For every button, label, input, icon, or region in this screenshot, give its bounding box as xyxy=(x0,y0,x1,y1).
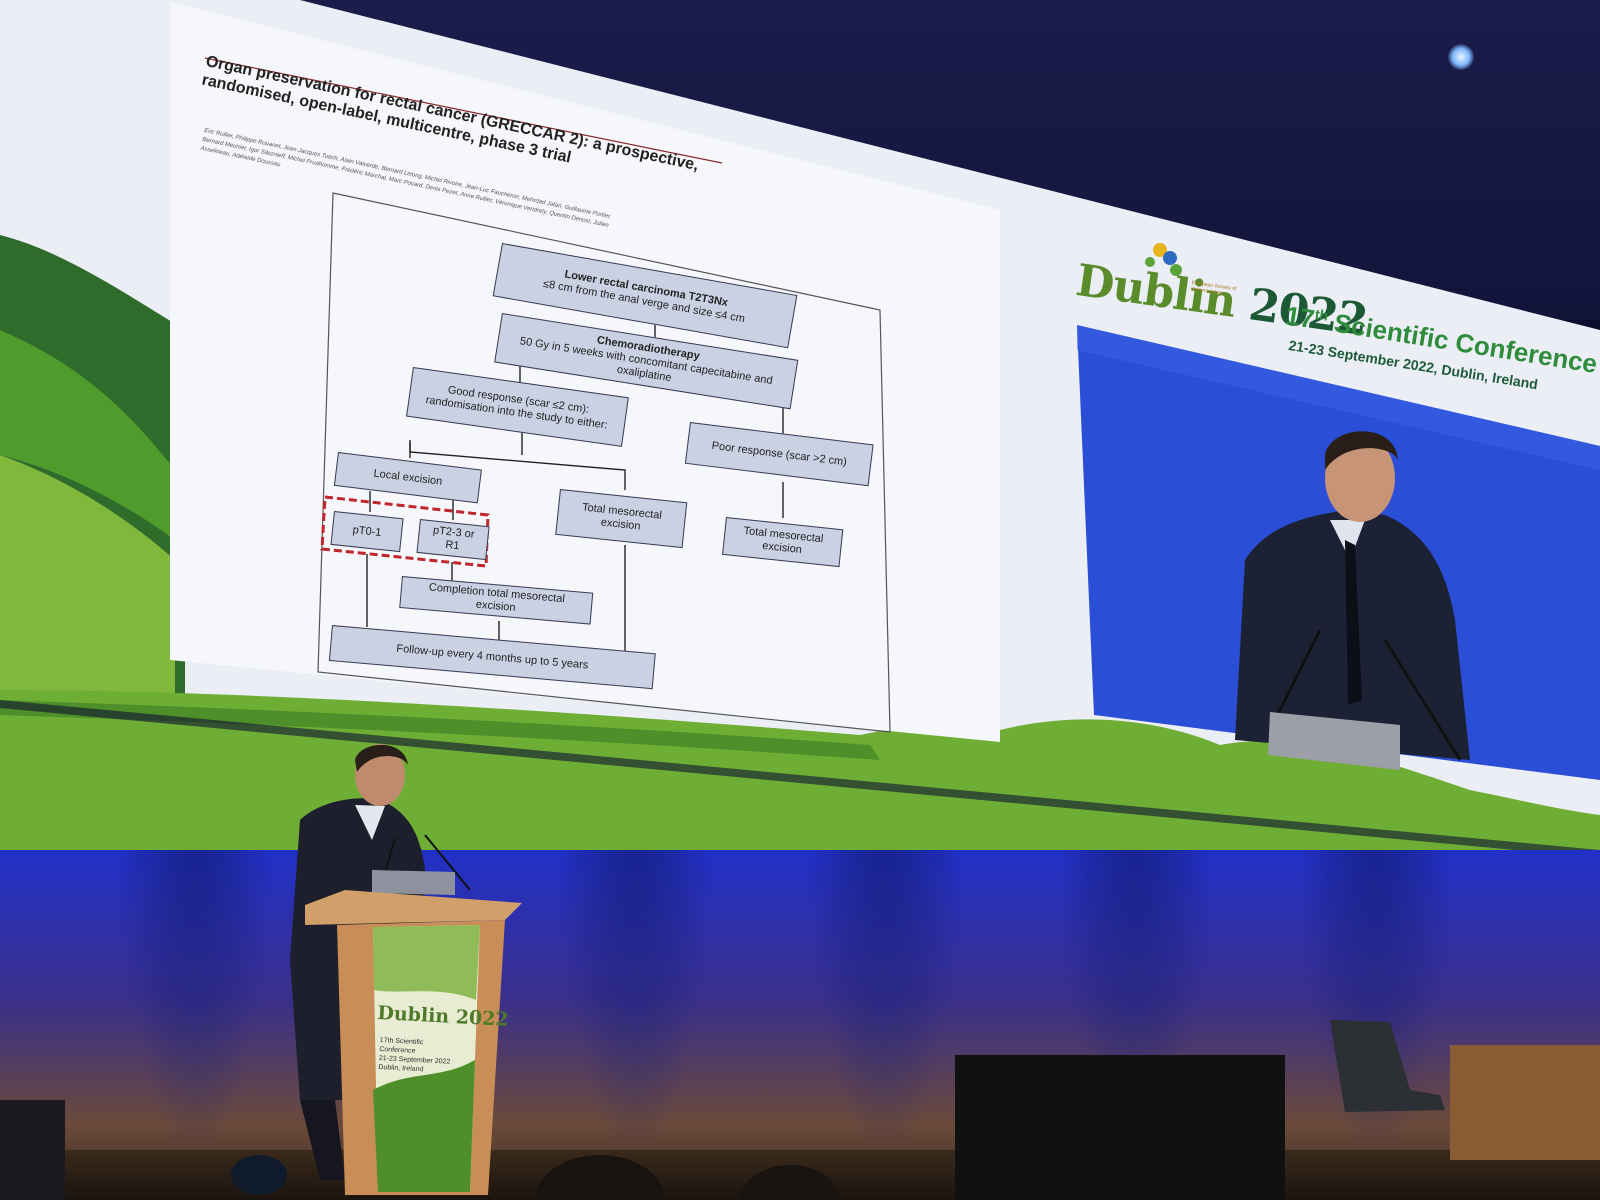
flowchart-frame xyxy=(317,192,891,733)
podium-laptop xyxy=(372,870,455,895)
audience-head xyxy=(535,1155,665,1200)
screen-hill-lime xyxy=(0,455,175,700)
pt-highlight-box xyxy=(320,495,490,568)
podium-panel-top-green xyxy=(373,925,480,1000)
podium-details: 17th Scientific Conference 21-23 Septemb… xyxy=(378,1036,460,1076)
podium-logo-year: 2022 xyxy=(455,1006,510,1031)
stage-chair xyxy=(1330,1020,1445,1112)
mic-right xyxy=(424,834,471,891)
screen-hill-light xyxy=(0,330,175,540)
stage-speaker-left xyxy=(0,1100,65,1200)
ceiling-spotlight xyxy=(1448,44,1474,70)
slide-title-rule xyxy=(204,57,723,164)
podium-logo-city: Dublin xyxy=(376,1002,450,1028)
side-table xyxy=(1450,1045,1600,1160)
stage-monitor xyxy=(955,1055,1285,1200)
screen-wave-dark xyxy=(0,700,880,760)
video-panel-sheen xyxy=(1077,325,1600,470)
audience-head xyxy=(740,1165,840,1200)
video-speaker xyxy=(1235,431,1470,770)
podium-top xyxy=(305,890,522,925)
conference-flower-logo xyxy=(1145,243,1182,276)
podium-panel-green xyxy=(373,1060,475,1192)
stage-light-fixture xyxy=(231,1155,287,1195)
screen-bottom-edge xyxy=(0,700,1600,850)
